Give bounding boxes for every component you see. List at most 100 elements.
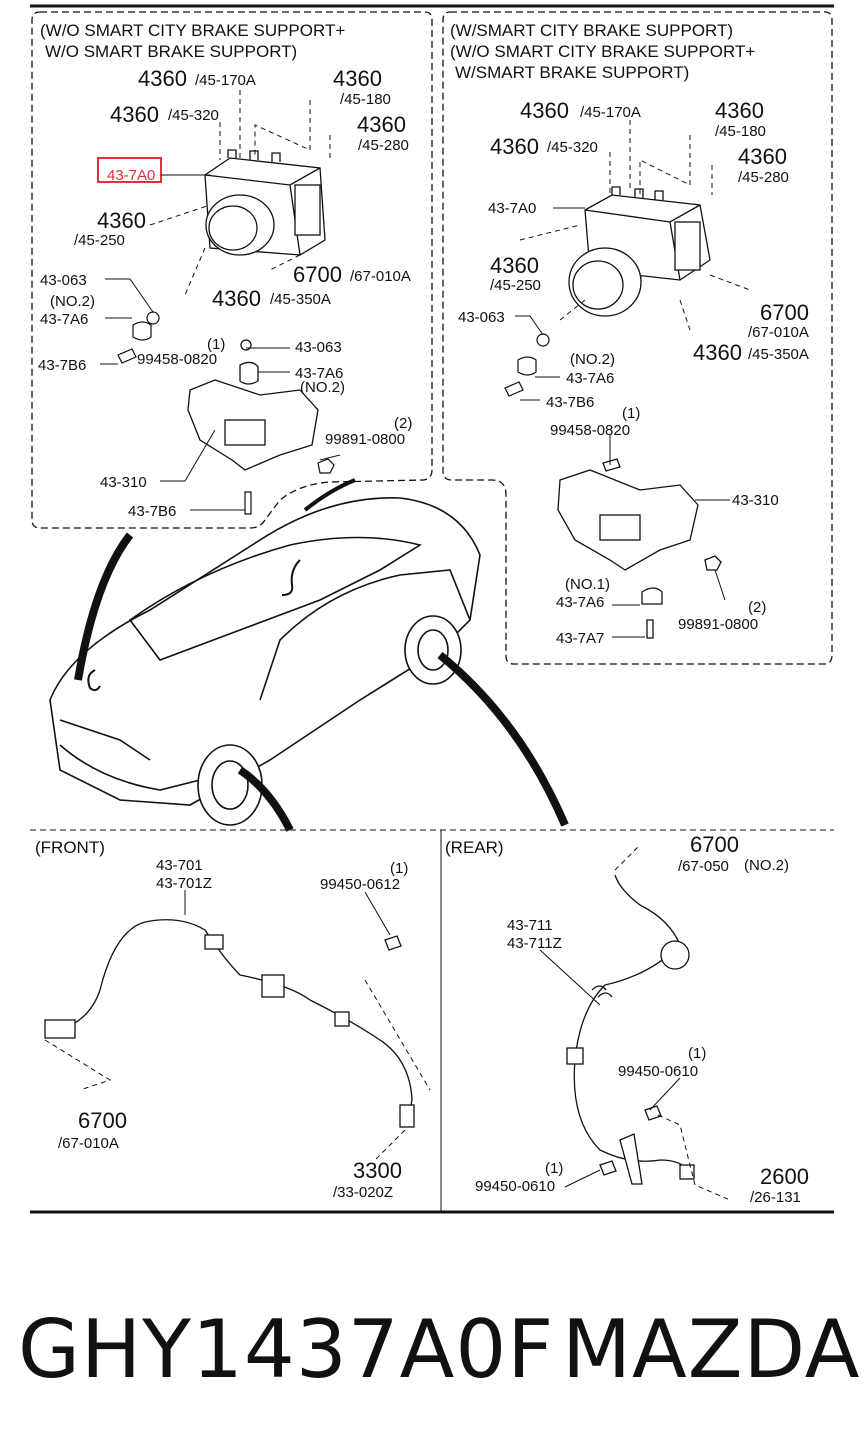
lbl-f1: 43-701 xyxy=(156,857,203,874)
lbl-b6: (1) xyxy=(688,1045,706,1062)
lbl-r15: 4360 xyxy=(693,340,742,365)
right-small-parts xyxy=(504,333,550,397)
panel-w-smart-brake xyxy=(442,11,833,665)
lbl-l6: /45-320 xyxy=(168,107,219,124)
lbl-l25: (2) xyxy=(394,415,412,432)
lbl-b1: 6700 xyxy=(690,832,739,857)
lbl-r13: /67-010A xyxy=(748,324,809,341)
w-header-line1: (W/SMART CITY BRAKE SUPPORT) xyxy=(450,21,733,40)
right-leaders xyxy=(515,120,751,638)
lbl-r8: /45-280 xyxy=(738,169,789,186)
lbl-f2: 43-701Z xyxy=(156,875,212,892)
lbl-r3: 4360 xyxy=(715,98,764,123)
lbl-l11: /45-250 xyxy=(74,232,125,249)
wo-header-line1: (W/O SMART CITY BRAKE SUPPORT+ xyxy=(40,21,345,40)
lbl-b8: (1) xyxy=(545,1160,563,1177)
lbl-r5: 4360 xyxy=(490,134,539,159)
lbl-l21: 43-7B6 xyxy=(38,357,86,374)
lbl-b3: (NO.2) xyxy=(744,857,789,874)
lbl-b7: 99450-0610 xyxy=(618,1063,698,1080)
car-illustration xyxy=(49,497,481,826)
lbl-l12: 6700 xyxy=(293,262,342,287)
lbl-r25: (2) xyxy=(748,599,766,616)
left-small-parts xyxy=(117,311,335,515)
front-solid-leaders xyxy=(184,890,391,936)
lbl-r1: 4360 xyxy=(520,98,569,123)
lbl-r4: /45-180 xyxy=(715,123,766,140)
lbl-l5: 4360 xyxy=(110,102,159,127)
lbl-l16: /45-350A xyxy=(270,291,331,308)
lbl-r26: 99891-0800 xyxy=(678,616,758,633)
rear-title: (REAR) xyxy=(445,838,504,857)
lbl-l14: 43-063 xyxy=(40,272,87,289)
lbl-f4: 99450-0612 xyxy=(320,876,400,893)
lbl-r22: 43-310 xyxy=(732,492,779,509)
front-title: (FRONT) xyxy=(35,838,105,857)
lbl-r19: 43-7B6 xyxy=(546,394,594,411)
lbl-r27: 43-7A7 xyxy=(556,630,604,647)
lbl-r14: 43-063 xyxy=(458,309,505,326)
lbl-l20: 43-063 xyxy=(295,339,342,356)
lbl-r12: 6700 xyxy=(760,300,809,325)
lbl-l23: 43-7A6 xyxy=(295,365,343,382)
lbl-l2: /45-170A xyxy=(195,72,256,89)
lbl-l19: (1) xyxy=(207,336,225,353)
abs-unit-right xyxy=(568,186,711,317)
lbl-r6: /45-320 xyxy=(547,139,598,156)
rear-solid-leaders xyxy=(539,949,681,1188)
panel-wo-smart-brake xyxy=(31,11,433,529)
lbl-l17: (NO.2) xyxy=(50,293,95,310)
lbl-b4: 43-711 xyxy=(507,917,553,934)
lbl-r2: /45-170A xyxy=(580,104,641,121)
lbl-b10: 2600 xyxy=(760,1164,809,1189)
highlight-43-7a0 xyxy=(97,157,162,183)
rear-wheel-sensor xyxy=(566,874,695,1185)
lbl-l26: 99891-0800 xyxy=(325,431,405,448)
brand-name: MAZDA xyxy=(562,1303,861,1396)
lbl-l27: 43-310 xyxy=(100,474,147,491)
lbl-r7: 4360 xyxy=(738,144,787,169)
lbl-r23: (NO.1) xyxy=(565,576,610,593)
lbl-f3: (1) xyxy=(390,860,408,877)
abs-bracket-right xyxy=(557,458,722,639)
lbl-f5: 6700 xyxy=(78,1108,127,1133)
lbl-r24: 43-7A6 xyxy=(556,594,604,611)
lbl-l1: 4360 xyxy=(138,66,187,91)
rear-leaders xyxy=(614,844,731,1201)
lbl-r18: 43-7A6 xyxy=(566,370,614,387)
lbl-l13: /67-010A xyxy=(350,268,411,285)
lbl-l22: 99458-0820 xyxy=(137,351,217,368)
lbl-b9: 99450-0610 xyxy=(475,1178,555,1195)
lbl-r9: 43-7A0 xyxy=(488,200,536,217)
lbl-r20: (1) xyxy=(622,405,640,422)
lbl-r10: 4360 xyxy=(490,253,539,278)
lbl-l9: 43-7A0 xyxy=(107,167,155,184)
lbl-l7: 4360 xyxy=(357,112,406,137)
footer: GHY1437A0F MAZDA xyxy=(0,1290,864,1410)
lbl-r16: /45-350A xyxy=(748,346,809,363)
w-header-line2: (W/O SMART CITY BRAKE SUPPORT+ xyxy=(450,42,755,61)
lbl-l18: 43-7A6 xyxy=(40,311,88,328)
left-leaders xyxy=(100,90,341,511)
lbl-l15: 4360 xyxy=(212,286,261,311)
w-header-line3: W/SMART BRAKE SUPPORT) xyxy=(455,63,689,82)
lbl-r11: /45-250 xyxy=(490,277,541,294)
lbl-l24: (NO.2) xyxy=(300,379,345,396)
wo-header-line2: W/O SMART BRAKE SUPPORT) xyxy=(45,42,297,61)
lbl-l28: 43-7B6 xyxy=(128,503,176,520)
car-swoosh-lines xyxy=(74,478,569,832)
abs-bracket-left xyxy=(187,339,319,471)
lbl-f6: /67-010A xyxy=(58,1135,119,1152)
part-number: GHY1437A0F xyxy=(18,1303,555,1396)
front-leaders xyxy=(44,979,431,1161)
parts-diagram: (W/O SMART CITY BRAKE SUPPORT+ W/O SMART… xyxy=(30,4,834,1214)
lbl-b2: /67-050 xyxy=(678,858,729,875)
lbl-f8: /33-020Z xyxy=(333,1184,393,1201)
abs-unit-left xyxy=(204,149,326,256)
lbl-b11: /26-131 xyxy=(750,1189,801,1206)
lbl-l8: /45-280 xyxy=(358,137,409,154)
lbl-l3: 4360 xyxy=(333,66,382,91)
front-wheel-sensor xyxy=(44,919,415,1128)
lbl-r21: 99458-0820 xyxy=(550,422,630,439)
lbl-r17: (NO.2) xyxy=(570,351,615,368)
